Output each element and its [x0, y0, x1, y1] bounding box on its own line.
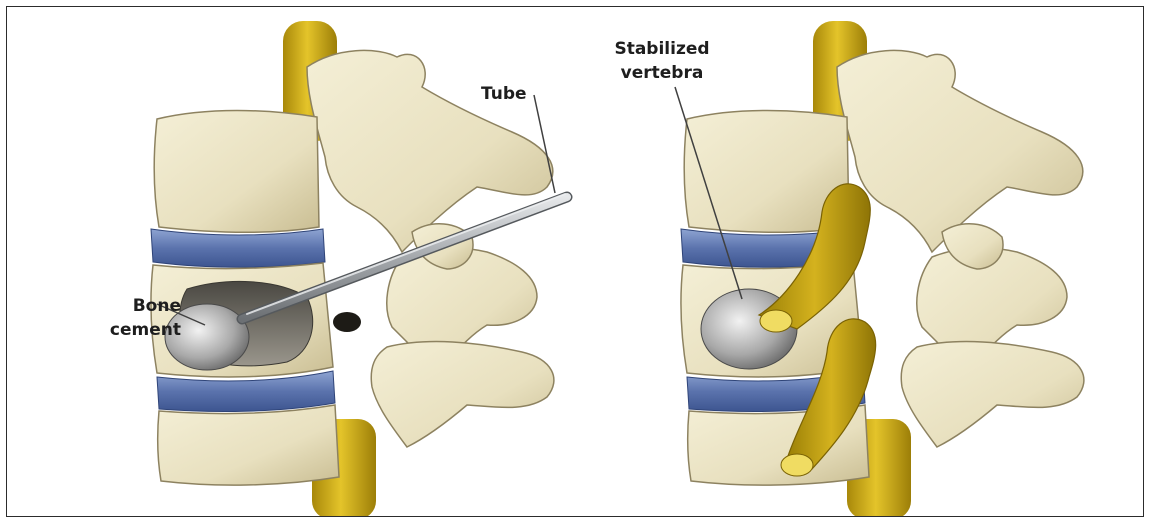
left-lower-vertebra: [158, 405, 339, 485]
bone-cement-label: Bone cement: [77, 294, 181, 342]
tube-label-text: Tube: [481, 82, 527, 106]
bone-cement-label-line-2: cement: [77, 318, 181, 342]
stabilized-vertebra-label-line-2: vertebra: [597, 61, 727, 85]
tube-label: Tube: [481, 82, 527, 106]
figure-frame: Tube Bone cement Stabilized vertebra: [6, 6, 1144, 517]
right-spine: [675, 21, 1084, 517]
bone-cement-label-line-1: Bone: [77, 294, 181, 318]
left-upper-vertebra: [154, 111, 319, 233]
spine-illustration: [7, 7, 1144, 517]
stabilized-vertebra-label-line-1: Stabilized: [597, 37, 727, 61]
stabilized-vertebra-label: Stabilized vertebra: [597, 37, 727, 85]
right-posterior-elements: [837, 50, 1084, 447]
left-upper-disc: [151, 229, 325, 267]
left-entry-hole: [333, 312, 361, 332]
